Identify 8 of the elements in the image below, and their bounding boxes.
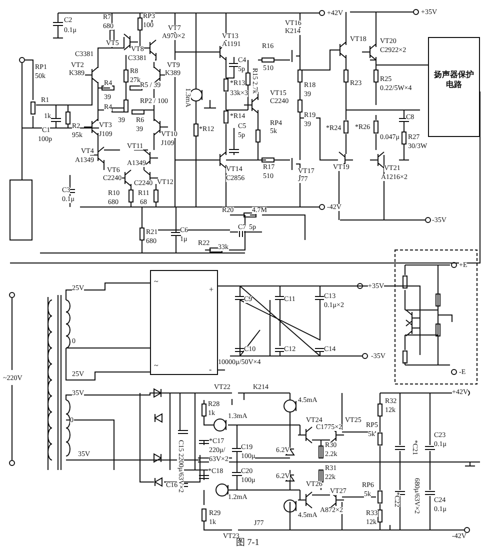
rectifier-bridge-block — [150, 270, 218, 375]
positive-output-mark: + — [209, 285, 214, 295]
protection-circuit-label: 扬声器保护电路 — [433, 70, 475, 90]
figure-caption: 图 7-1 — [236, 537, 260, 549]
circuit-block-box — [428, 37, 480, 137]
ac-input-mark: ~ — [154, 361, 158, 371]
ac-input-mark: ~ — [154, 277, 158, 287]
negative-output-mark: - — [209, 365, 212, 375]
